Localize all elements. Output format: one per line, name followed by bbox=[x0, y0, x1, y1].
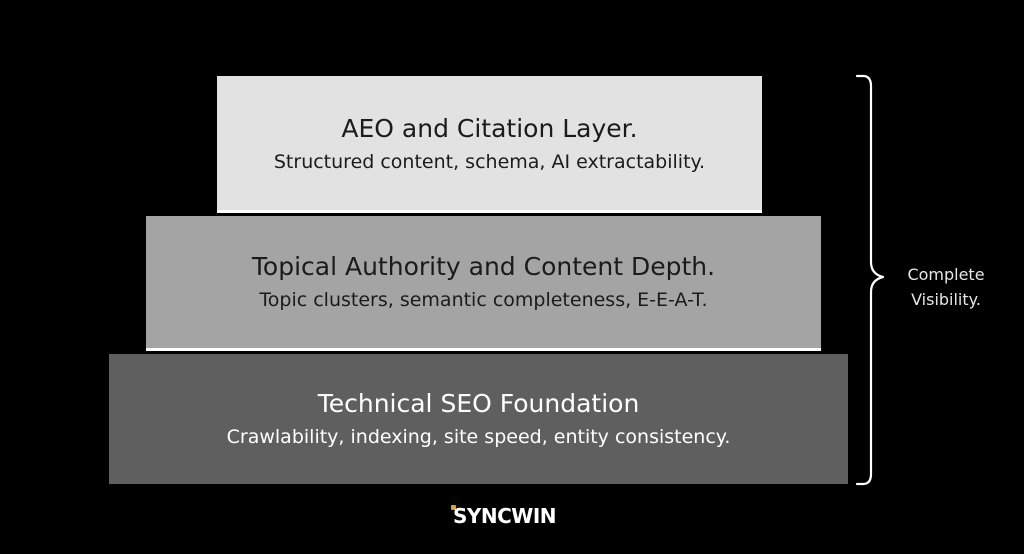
logo-text: SYNCWIN bbox=[453, 504, 557, 528]
pyramid-layer-top: AEO and Citation Layer. Structured conte… bbox=[217, 76, 762, 213]
layer-description: Crawlability, indexing, site speed, enti… bbox=[226, 426, 731, 449]
pyramid-layer-middle: Topical Authority and Content Depth. Top… bbox=[146, 216, 821, 351]
brace-label-line-1: Complete bbox=[907, 265, 985, 284]
layer-title: Technical SEO Foundation bbox=[317, 388, 640, 418]
layer-description: Structured content, schema, AI extractab… bbox=[273, 151, 706, 174]
layer-description: Topic clusters, semantic completeness, E… bbox=[259, 289, 708, 312]
logo-accent-icon bbox=[451, 505, 456, 510]
curly-brace-icon bbox=[855, 74, 885, 486]
layer-title: Topical Authority and Content Depth. bbox=[251, 251, 716, 281]
syncwin-logo: SYNCWIN bbox=[447, 501, 567, 531]
brace-label-line-2: Visibility. bbox=[911, 290, 981, 309]
layer-title: AEO and Citation Layer. bbox=[341, 113, 638, 143]
brace-label: Complete Visibility. bbox=[886, 262, 1006, 312]
pyramid-layer-bottom: Technical SEO Foundation Crawlability, i… bbox=[109, 354, 848, 484]
